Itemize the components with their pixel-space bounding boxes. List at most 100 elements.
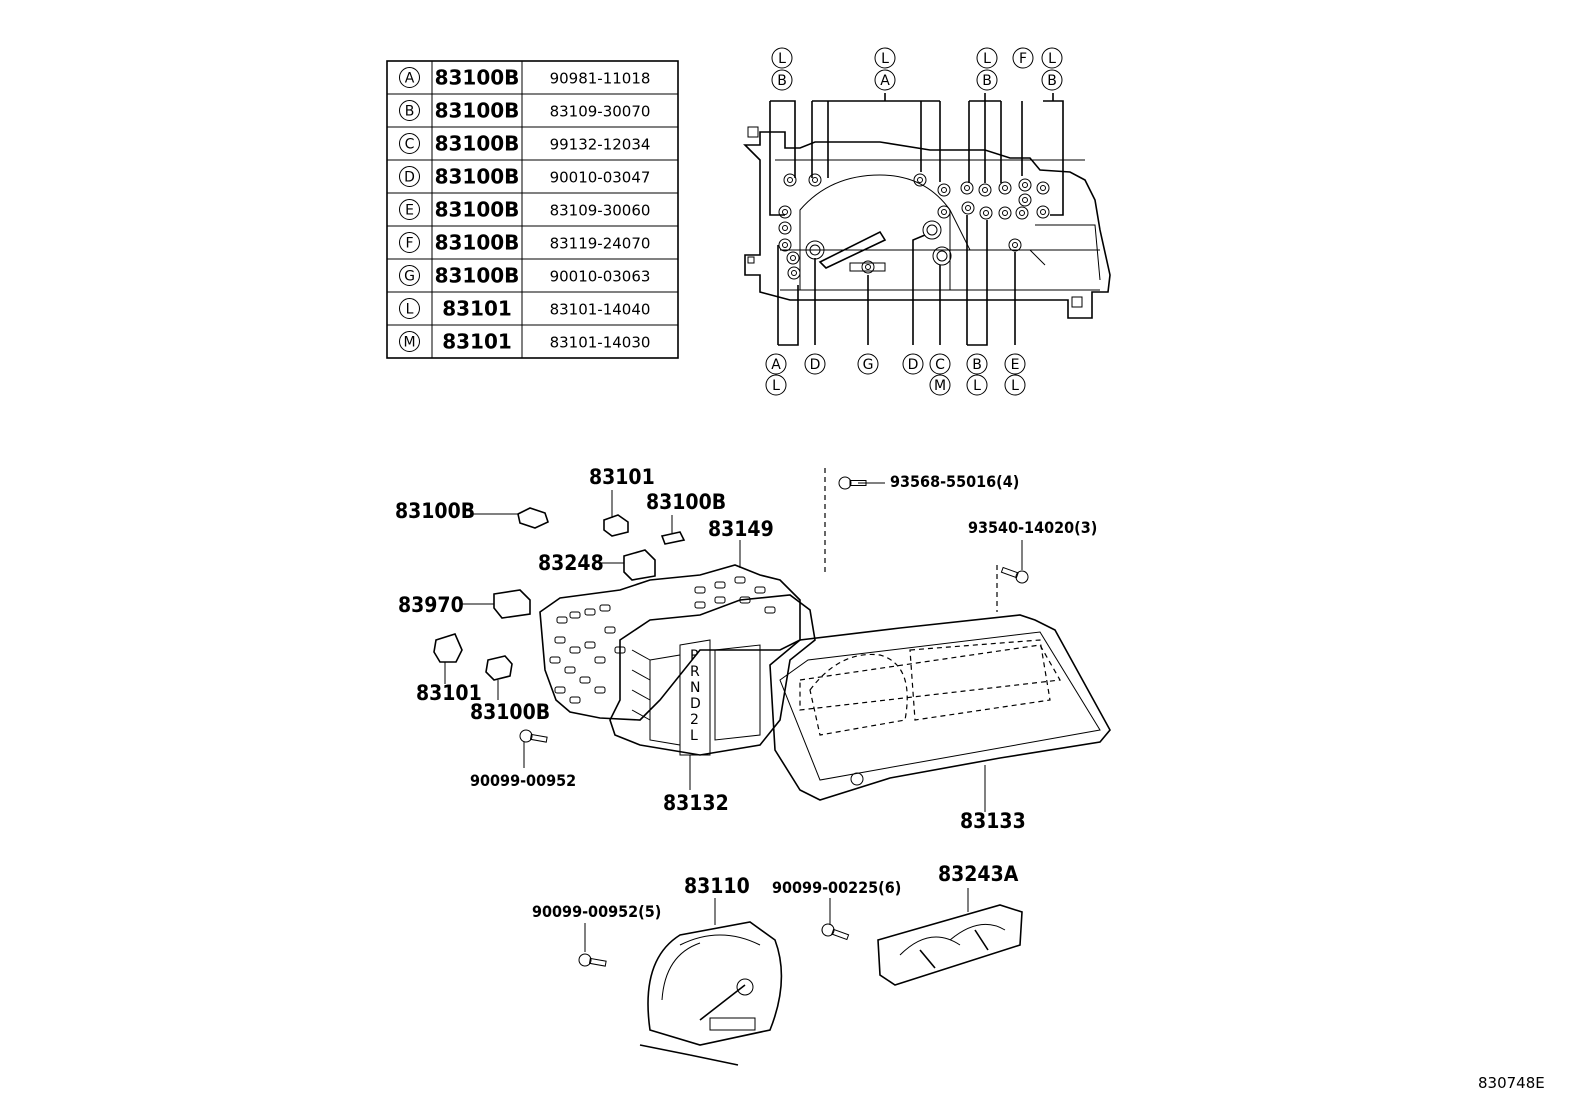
pcb-cutout <box>569 611 581 619</box>
legend-code: 83100B <box>435 165 520 189</box>
pcb-cutout <box>734 576 746 584</box>
callout-top-L: L <box>1041 47 1063 69</box>
label-83970: 83970 <box>398 593 464 617</box>
svg-text:B: B <box>982 73 992 89</box>
label-83100B-left: 83100B <box>395 499 475 523</box>
callout-bottom-D: D <box>804 353 826 375</box>
connector-hole <box>1036 205 1050 219</box>
gear-indicator-L: L <box>690 728 698 744</box>
legend-row: C 83100B 99132-12034 <box>399 132 651 156</box>
pcb-cutout <box>579 676 591 684</box>
legend-code: 83100B <box>435 99 520 123</box>
legend-code: 83100B <box>435 132 520 156</box>
callout-top-B: B <box>1041 69 1063 91</box>
legend-code: 83100B <box>435 264 520 288</box>
connector-hole <box>1036 181 1050 195</box>
bulb-socket <box>932 246 952 266</box>
callout-bottom-A: A <box>765 353 787 375</box>
connector-hole <box>778 238 792 252</box>
svg-text:M: M <box>934 378 946 394</box>
callout-top-F: F <box>1012 47 1034 69</box>
legend-key-circle: A <box>399 67 420 88</box>
legend-key-circle: G <box>399 265 420 286</box>
legend-part-number: 90981-11018 <box>550 70 651 88</box>
callout-top-A: A <box>874 69 896 91</box>
svg-text:L: L <box>983 51 991 67</box>
svg-text:A: A <box>405 71 415 87</box>
svg-text:L: L <box>881 51 889 67</box>
gear-indicator-R: R <box>690 664 700 680</box>
legend-key-circle: C <box>399 133 420 154</box>
svg-text:E: E <box>1011 357 1020 373</box>
connector-hole <box>961 201 975 215</box>
gear-indicator-P: P <box>690 648 698 664</box>
svg-text:L: L <box>1011 378 1019 394</box>
gear-indicator-N: N <box>690 680 700 696</box>
label-83101-top: 83101 <box>589 465 655 489</box>
label-83101-left: 83101 <box>416 681 482 705</box>
legend-code: 83101 <box>442 297 512 321</box>
label-83110: 83110 <box>684 874 750 898</box>
svg-text:C: C <box>935 357 945 373</box>
label-90099-00952-5: 90099-00952(5) <box>532 902 661 921</box>
connector-hole <box>1008 238 1022 252</box>
pcb-cutout <box>714 596 726 604</box>
connector-hole <box>978 183 992 197</box>
legend-part-number: 83101-14030 <box>550 334 651 352</box>
gear-indicator-D: D <box>690 696 701 712</box>
legend-part-number: 83109-30060 <box>550 202 651 220</box>
pcb-cutout <box>569 696 581 704</box>
connector-hole <box>778 221 792 235</box>
legend-key-circle: F <box>399 232 420 253</box>
legend-row: E 83100B 83109-30060 <box>399 198 651 222</box>
bulb-socket <box>922 220 942 240</box>
pcb-cutout <box>594 656 606 664</box>
svg-text:L: L <box>406 302 414 318</box>
label-83100B-top: 83100B <box>646 490 726 514</box>
connector-hole <box>998 181 1012 195</box>
pcb-cutout <box>584 608 596 616</box>
legend-part-number: 83109-30070 <box>550 103 651 121</box>
screw-icon <box>821 923 850 941</box>
callout-bottom-E: E <box>1004 353 1026 375</box>
label-90099-00225-6: 90099-00225(6) <box>772 878 901 897</box>
svg-text:E: E <box>405 203 414 219</box>
svg-text:L: L <box>778 51 786 67</box>
callout-top-L: L <box>874 47 896 69</box>
callout-top-L: L <box>976 47 998 69</box>
pcb-cutout <box>554 636 566 644</box>
legend-code: 83101 <box>442 330 512 354</box>
pcb-cutout <box>754 586 766 594</box>
svg-text:B: B <box>1047 73 1057 89</box>
screw-icon <box>1000 566 1029 584</box>
legend-code: 83100B <box>435 198 520 222</box>
label-83100B-bottom: 83100B <box>470 700 550 724</box>
label-93540-14020: 93540-14020(3) <box>968 518 1097 537</box>
svg-text:D: D <box>404 170 415 186</box>
svg-text:D: D <box>810 357 821 373</box>
legend-part-number: 99132-12034 <box>550 136 651 154</box>
pcb-cutout <box>569 646 581 654</box>
callout-bottom-G: G <box>857 353 879 375</box>
connector-hole <box>998 206 1012 220</box>
pcb-cutout <box>694 601 706 609</box>
legend-key-circle: B <box>399 100 420 121</box>
callout-bottom-L: L <box>1004 374 1026 396</box>
svg-text:A: A <box>771 357 781 373</box>
connector-hole <box>1018 193 1032 207</box>
pcb-cutout <box>564 666 576 674</box>
gear-indicator-2: 2 <box>690 712 699 728</box>
label-83149: 83149 <box>708 517 774 541</box>
pcb-cutout <box>556 616 568 624</box>
fuel-temp-gauge-83243A <box>877 904 1023 986</box>
label-93568-55016: 93568-55016(4) <box>890 472 1019 491</box>
legend-key-circle: E <box>399 199 420 220</box>
label-83248: 83248 <box>538 551 604 575</box>
svg-text:L: L <box>973 378 981 394</box>
